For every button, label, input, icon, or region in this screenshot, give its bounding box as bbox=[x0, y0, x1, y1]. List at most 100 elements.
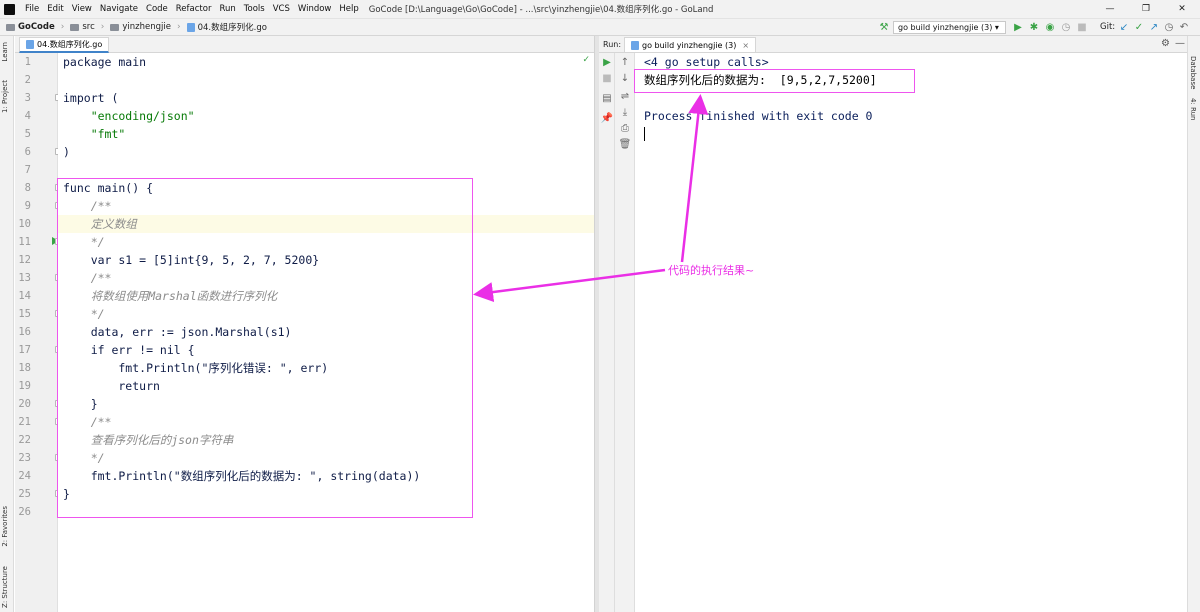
line-number: 13 bbox=[18, 272, 31, 284]
git-rollback-icon[interactable]: ↶ bbox=[1179, 22, 1189, 33]
breadcrumb-file[interactable]: 04.数组序列化.go bbox=[181, 21, 267, 33]
menu-refactor[interactable]: Refactor bbox=[175, 4, 212, 14]
breadcrumb-project[interactable]: GoCode bbox=[0, 22, 55, 32]
coverage-icon[interactable]: ◉ bbox=[1045, 22, 1055, 33]
line-number: 2 bbox=[24, 74, 31, 86]
line-number: 19 bbox=[18, 380, 31, 392]
project-folder-icon bbox=[6, 23, 15, 31]
line-number: 7 bbox=[24, 164, 31, 176]
run-tool-tab[interactable]: 4: Run bbox=[1189, 98, 1197, 121]
code-line: func main() { bbox=[63, 181, 154, 195]
stop-icon[interactable]: ■ bbox=[602, 73, 612, 84]
run-toolbar-primary: ▶ ■ ▤ 📌 bbox=[599, 53, 615, 612]
console-output-line: 数组序列化后的数据为: [9,5,2,7,5200] bbox=[644, 73, 877, 87]
git-history-icon[interactable]: ◷ bbox=[1164, 22, 1174, 33]
code-line: fmt.Println("序列化错误: ", err) bbox=[63, 361, 329, 375]
breadcrumb-yinzhengjie[interactable]: yinzhengjie bbox=[104, 22, 171, 32]
run-icon[interactable]: ▶ bbox=[1014, 22, 1022, 33]
line-number: 9 bbox=[24, 200, 31, 212]
code-line: data, err := json.Marshal(s1) bbox=[63, 325, 292, 339]
clear-all-icon[interactable]: 🗑 bbox=[618, 139, 632, 150]
scroll-down-icon[interactable]: ↓ bbox=[620, 73, 630, 84]
favorites-tool-tab[interactable]: 2: Favorites bbox=[1, 506, 9, 547]
run-configuration-select[interactable]: go build yinzhengjie (3) ▾ bbox=[893, 21, 1006, 34]
editor-gutter: 1 2 3 4 5 6 7 8 9 10 11 12 13 14 15 16 1… bbox=[15, 53, 62, 612]
line-number: 22 bbox=[18, 434, 31, 446]
editor-tab-active[interactable]: 04.数组序列化.go bbox=[19, 37, 110, 53]
code-editor[interactable]: ✓ package main import ( "encoding/json" … bbox=[58, 53, 594, 612]
line-number: 14 bbox=[18, 290, 31, 302]
run-tab[interactable]: go build yinzhengjie (3) × bbox=[624, 37, 757, 53]
breadcrumb-separator-icon: › bbox=[60, 22, 65, 32]
git-update-icon[interactable]: ↙ bbox=[1119, 22, 1129, 33]
code-line: "fmt" bbox=[63, 127, 126, 141]
breadcrumb-separator-icon: › bbox=[100, 22, 105, 32]
debug-icon[interactable]: ✱ bbox=[1029, 22, 1039, 33]
soft-wrap-icon[interactable]: ⇌ bbox=[620, 91, 630, 102]
line-number: 5 bbox=[24, 128, 31, 140]
run-panel-label: Run: bbox=[603, 40, 622, 49]
code-line: return bbox=[63, 379, 160, 393]
line-number: 26 bbox=[18, 506, 31, 518]
output-highlight-box bbox=[634, 69, 915, 93]
line-number: 25 bbox=[18, 488, 31, 500]
git-label: Git: bbox=[1100, 22, 1116, 32]
line-number: 10 bbox=[18, 218, 31, 230]
line-number: 4 bbox=[24, 110, 31, 122]
window-controls: — ❐ ✕ bbox=[1092, 0, 1200, 18]
line-number: 3 bbox=[24, 92, 31, 104]
structure-tool-tab[interactable]: Z: Structure bbox=[1, 566, 9, 608]
layout-icon[interactable]: ▤ bbox=[602, 93, 612, 104]
inspection-ok-icon: ✓ bbox=[582, 55, 590, 65]
rerun-icon[interactable]: ▶ bbox=[603, 57, 611, 68]
scroll-to-end-icon[interactable]: ⤓ bbox=[622, 107, 628, 118]
close-tab-icon[interactable]: × bbox=[742, 40, 750, 50]
code-comment: */ bbox=[63, 451, 105, 465]
code-comment: */ bbox=[63, 307, 105, 321]
run-toolbar-secondary: ↑ ↓ ⇌ ⤓ ⎙ 🗑 bbox=[615, 53, 635, 612]
navigation-bar: GoCode › src › yinzhengjie › 04.数组序列化.go… bbox=[0, 18, 1200, 36]
line-number: 12 bbox=[18, 254, 31, 266]
maximize-button[interactable]: ❐ bbox=[1141, 4, 1151, 14]
build-hammer-icon[interactable]: ⚒ bbox=[879, 22, 889, 33]
stop-icon[interactable]: ■ bbox=[1077, 22, 1087, 33]
menu-edit[interactable]: Edit bbox=[47, 4, 64, 14]
hide-panel-icon[interactable]: — bbox=[1175, 38, 1185, 49]
pin-tab-icon[interactable]: 📌 bbox=[600, 113, 614, 124]
code-highlight-box bbox=[57, 178, 473, 518]
minimize-button[interactable]: — bbox=[1105, 4, 1115, 14]
code-line: import ( bbox=[63, 91, 119, 105]
console-line[interactable]: <4 go setup calls> bbox=[644, 55, 769, 69]
git-commit-icon[interactable]: ✓ bbox=[1134, 22, 1144, 33]
line-number: 23 bbox=[18, 452, 31, 464]
menu-vcs[interactable]: VCS bbox=[272, 4, 290, 14]
line-number: 24 bbox=[18, 470, 31, 482]
run-console[interactable]: <4 go setup calls> 数组序列化后的数据为: [9,5,2,7,… bbox=[636, 53, 1187, 612]
code-line: fmt.Println("数组序列化后的数据为: ", string(data)… bbox=[63, 469, 421, 483]
database-tool-tab[interactable]: Database bbox=[1189, 56, 1197, 90]
print-icon[interactable]: ⎙ bbox=[621, 123, 629, 134]
menu-tools[interactable]: Tools bbox=[243, 4, 265, 14]
git-push-icon[interactable]: ↗ bbox=[1149, 22, 1159, 33]
line-number: 20 bbox=[18, 398, 31, 410]
menu-window[interactable]: Window bbox=[297, 4, 332, 14]
menu-run[interactable]: Run bbox=[219, 4, 236, 14]
menu-code[interactable]: Code bbox=[146, 4, 168, 14]
settings-gear-icon[interactable]: ⚙ bbox=[1161, 38, 1170, 49]
scroll-up-icon[interactable]: ↑ bbox=[620, 57, 630, 68]
menu-help[interactable]: Help bbox=[339, 4, 359, 14]
line-number: 1 bbox=[24, 56, 31, 68]
project-tool-tab[interactable]: 1: Project bbox=[1, 80, 9, 113]
learn-tool-tab[interactable]: Learn bbox=[1, 42, 9, 62]
line-number: 17 bbox=[18, 344, 31, 356]
code-comment: 查看序列化后的json字符串 bbox=[63, 433, 234, 447]
panel-splitter[interactable] bbox=[594, 36, 599, 612]
menu-navigate[interactable]: Navigate bbox=[99, 4, 139, 14]
window-title: GoCode [D:\Language\Go\GoCode] - ...\src… bbox=[368, 5, 714, 15]
breadcrumb-src[interactable]: src bbox=[64, 22, 95, 32]
code-comment: */ bbox=[63, 235, 105, 249]
menu-file[interactable]: File bbox=[25, 4, 40, 14]
close-window-button[interactable]: ✕ bbox=[1178, 4, 1186, 14]
menu-view[interactable]: View bbox=[71, 4, 92, 14]
profile-icon[interactable]: ◷ bbox=[1061, 22, 1071, 33]
